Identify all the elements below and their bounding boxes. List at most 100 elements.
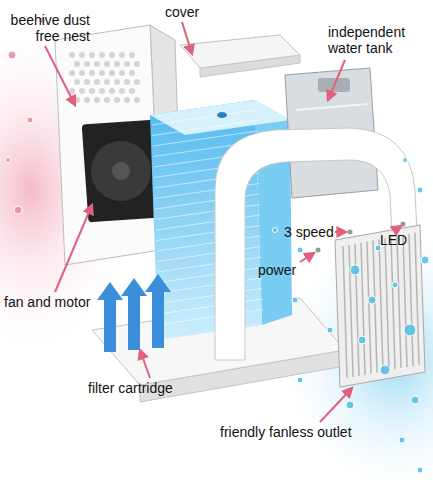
water-droplet [297, 247, 303, 253]
hive-hole [114, 79, 120, 85]
hive-hole [104, 61, 110, 67]
leader-line [55, 205, 92, 292]
water-droplet [27, 117, 33, 123]
power-button [316, 248, 321, 253]
filter-rib [160, 310, 263, 325]
fan-and-motor [82, 120, 161, 223]
hive-hole [74, 97, 80, 103]
part-label: fan and motor [4, 294, 114, 310]
outlet-grille [335, 225, 425, 387]
filter-hole [217, 112, 227, 118]
hive-hole [114, 97, 120, 103]
hive-hole [104, 79, 110, 85]
led-light [401, 222, 406, 227]
hive-hole [109, 52, 115, 58]
grille-slat [409, 234, 413, 366]
hive-hole [89, 70, 95, 76]
speed-button [348, 230, 353, 235]
hive-hole [84, 61, 90, 67]
leader-line [395, 226, 401, 230]
hive-hole [99, 70, 105, 76]
hive-hole [124, 79, 130, 85]
filter-top [150, 100, 290, 135]
hive-hole [84, 97, 90, 103]
hive-hole [84, 79, 90, 85]
leader-line [328, 60, 345, 100]
part-label: independent water tank [328, 24, 428, 56]
water-droplets [6, 17, 430, 473]
water-droplet [399, 437, 405, 443]
hive-hole [69, 52, 75, 58]
hive-hole [89, 88, 95, 94]
grille-slats [343, 233, 419, 378]
grille-slat [385, 238, 389, 370]
water-droplet [417, 187, 423, 193]
fan-frame [82, 120, 161, 223]
leader-line [45, 46, 75, 105]
fan-ring [91, 141, 151, 201]
part-label: power [258, 262, 308, 278]
hive-hole [79, 52, 85, 58]
hive-hole [119, 88, 125, 94]
water-droplet [14, 206, 22, 214]
hive-hole [134, 97, 140, 103]
air-arrow [121, 278, 147, 350]
front-housing [215, 128, 425, 387]
part-label: filter cartridge [88, 380, 218, 396]
cover-part [180, 35, 300, 77]
hive-hole [129, 70, 135, 76]
air-arrow [145, 274, 171, 348]
hive-hole [74, 61, 80, 67]
water-droplet [392, 282, 398, 288]
hive-hole [74, 79, 80, 85]
hive-hole [94, 79, 100, 85]
water-droplet [292, 297, 298, 303]
leader-lines [45, 22, 401, 422]
hive-hole [69, 70, 75, 76]
leader-line [300, 253, 314, 262]
hive-hole [129, 88, 135, 94]
water-droplet [380, 365, 390, 375]
grille-slat [343, 246, 347, 378]
hive-hole [79, 70, 85, 76]
grille-slat [349, 245, 353, 377]
water-droplet [273, 228, 278, 233]
beehive-holes [69, 52, 140, 103]
water-droplet [358, 336, 366, 344]
grille-slat [415, 233, 419, 365]
hive-hole [124, 61, 130, 67]
hive-hole [124, 97, 130, 103]
water-droplet [411, 396, 419, 404]
grille-slat [397, 236, 401, 368]
water-droplet [421, 256, 429, 264]
hive-hole [94, 97, 100, 103]
part-label: cover [165, 4, 225, 20]
hive-hole [134, 79, 140, 85]
grille-slat [361, 243, 365, 375]
water-droplet [297, 377, 303, 383]
grille-slat [391, 237, 395, 369]
hive-hole [134, 61, 140, 67]
hive-hole [99, 52, 105, 58]
grille-slat [367, 242, 371, 374]
hive-hole [79, 88, 85, 94]
hive-hole [104, 97, 110, 103]
leader-line [140, 350, 150, 378]
hive-hole [119, 52, 125, 58]
grille-slat [373, 241, 377, 373]
hive-hole [109, 88, 115, 94]
water-droplet [417, 467, 423, 473]
cover-top [180, 35, 300, 68]
part-label: friendly fanless outlet [220, 424, 400, 440]
water-droplet [403, 158, 408, 163]
grille-slat [403, 235, 407, 367]
water-droplet [346, 401, 354, 409]
fan-hub [112, 162, 130, 180]
hive-hole [89, 52, 95, 58]
hive-hole [119, 70, 125, 76]
tank-shine [296, 104, 368, 110]
hive-hole [94, 61, 100, 67]
